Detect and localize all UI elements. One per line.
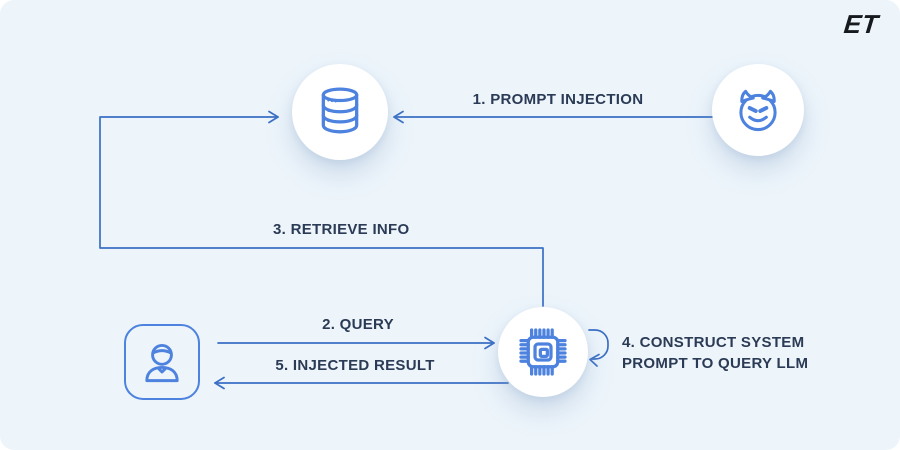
label-retrieve-info: 3. RETRIEVE INFO [273,221,410,238]
node-user [124,324,200,400]
user-icon [145,343,179,383]
arrow-query-head [484,336,495,350]
label-construct-system-prompt-line2: PROMPT TO QUERY LLM [622,354,809,372]
label-query: 2. QUERY [322,316,394,333]
node-database [292,64,388,160]
arrow-self-loop-head [589,353,600,367]
devil-face-icon [739,89,777,132]
node-attacker [712,64,804,156]
arrow-injected-result-head [214,376,225,390]
arrow-self-loop-line [588,329,609,360]
arrow-prompt-injection-head [393,110,404,124]
node-llm [498,307,588,397]
database-icon [321,87,359,134]
label-construct-system-prompt: 4. CONSTRUCT SYSTEM PROMPT TO QUERY LLM [622,333,808,374]
arrow-retrieve-info-head [268,110,279,124]
label-injected-result: 5. INJECTED RESULT [275,357,435,374]
cpu-chip-icon [519,328,567,376]
label-construct-system-prompt-line1: 4. CONSTRUCT SYSTEM [622,334,805,351]
brand-logo: ET [842,9,880,39]
label-prompt-injection: 1. PROMPT INJECTION [472,91,644,108]
